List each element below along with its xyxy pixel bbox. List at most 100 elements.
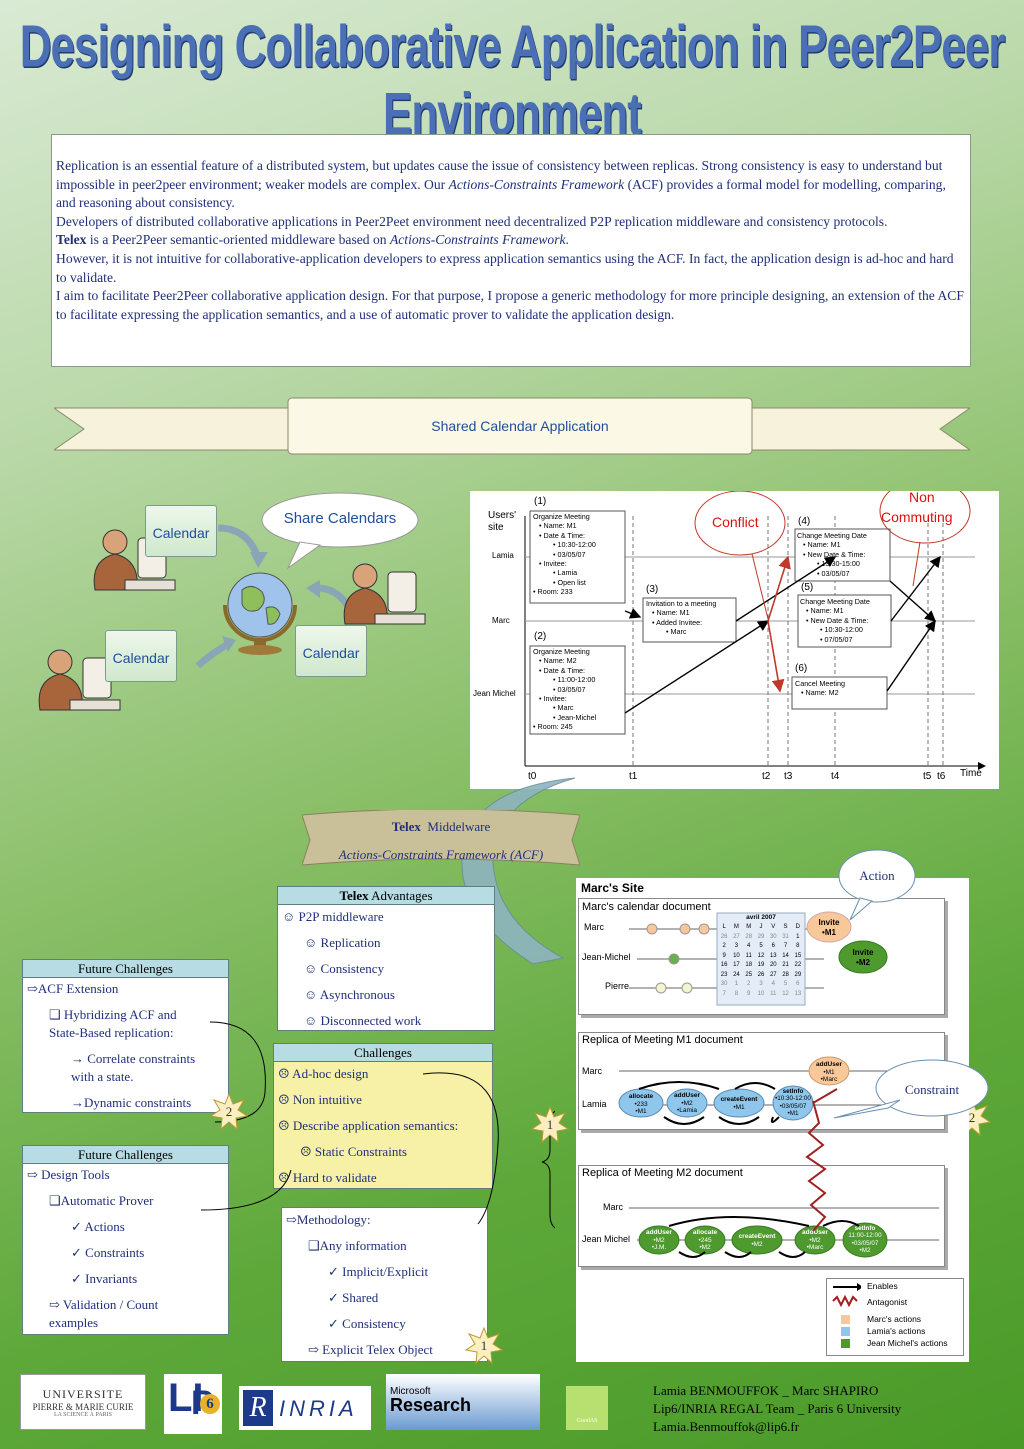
future-item: →Dynamic constraints (71, 1095, 192, 1110)
calendar-day[interactable]: 14 (782, 952, 789, 959)
calendar-day[interactable]: 11 (745, 952, 752, 959)
replica-m2-document: Replica of Meeting M2 document Marc Jean… (578, 1165, 945, 1267)
challenges-box: Challenges ☹ Ad-hoc design ☹ Non intuiti… (273, 1043, 493, 1189)
row-label: Jean-Michel (582, 952, 631, 962)
intro-p2: Developers of distributed collaborative … (56, 213, 888, 229)
goodas-logo: GoodAS (566, 1386, 608, 1430)
calendar-day[interactable]: 27 (733, 933, 740, 940)
calendar-day[interactable]: 7 (722, 990, 726, 997)
calendar-day[interactable]: 1 (734, 981, 739, 987)
constraint-callout-shape (833, 1059, 989, 1119)
calendar-day[interactable]: 27 (769, 971, 777, 978)
challenge-item: ☹ Non intuitive (278, 1092, 362, 1107)
calendar-day[interactable]: 8 (734, 990, 739, 997)
person-icon (38, 649, 121, 711)
calendar-day[interactable]: 4 (771, 981, 775, 987)
calendar-day[interactable]: 11 (770, 990, 777, 997)
calendar-day[interactable]: 24 (733, 971, 740, 978)
number-star: 1 (530, 1105, 570, 1145)
calendar-day[interactable]: 13 (769, 952, 777, 959)
calendar-day[interactable]: 2 (747, 981, 751, 987)
page-title: Designing Collaborative Application in P… (19, 14, 1006, 148)
noncommuting-label: Commuting (881, 509, 953, 525)
calendar-day[interactable]: 22 (794, 962, 802, 968)
step-box-2: Organize Meeting• Name: M2• Date & Time:… (533, 647, 597, 732)
calendar-day[interactable]: 9 (747, 990, 751, 997)
calendar-day[interactable]: 26 (757, 971, 765, 978)
calendar-day[interactable]: 2 (722, 943, 726, 949)
calendar-day[interactable]: 30 (769, 933, 777, 940)
calendar-day[interactable]: 1 (796, 933, 800, 940)
calendar-day[interactable]: 30 (720, 981, 728, 987)
calendar-day[interactable]: 12 (782, 990, 789, 997)
marc-site-panel: Marc's Site Marc's calendar document Mar… (576, 878, 969, 1362)
future-item: State-Based replication: (49, 1025, 174, 1040)
replica-m1-document: Replica of Meeting M1 document Marc Lami… (578, 1032, 945, 1130)
marc-site-title: Marc's Site (581, 881, 644, 895)
calendar-day[interactable]: 20 (769, 962, 777, 968)
number-star: 1 (464, 1326, 504, 1366)
calendar-day[interactable]: 18 (745, 962, 753, 968)
future-item: ⇨ Design Tools (27, 1167, 110, 1182)
calendar-day[interactable]: 6 (796, 981, 800, 987)
legend: Enables Antagonist Marc's actions Lamia'… (826, 1278, 964, 1356)
invite-action: Invite•M1 (818, 918, 840, 937)
step-number: (5) (801, 582, 814, 593)
step-box-4: Change Meeting Date• Name: M1• New Date … (797, 531, 867, 578)
calendar-day[interactable]: 15 (794, 952, 802, 959)
calendar-day[interactable]: 6 (771, 943, 775, 949)
calendar-day[interactable]: 16 (720, 962, 728, 968)
calendar-day[interactable]: 10 (733, 952, 740, 959)
calendar-day[interactable]: 8 (796, 943, 800, 949)
calendar-day[interactable]: 3 (734, 943, 739, 949)
calendar-document: Marc's calendar document Marc Jean-Miche… (578, 898, 945, 1015)
step-box-3: Invitation to a meeting• Name: M1• Added… (646, 599, 717, 637)
row-label: Jean Michel (582, 1234, 631, 1244)
timeline-ylabel: site (488, 522, 504, 533)
future-item: examples (49, 1315, 99, 1330)
telex-middleware-label: Telex Middelware (391, 819, 491, 834)
intro-p3: Telex is a Peer2Peer semantic-oriented m… (56, 232, 569, 248)
calendar-day[interactable]: 23 (720, 971, 728, 978)
lip6-logo: LI P 6 (164, 1374, 222, 1434)
author-block: Lamia BENMOUFFOK _ Marc SHAPIRO Lip6/INR… (653, 1382, 901, 1436)
calendar-day[interactable]: 9 (722, 952, 726, 959)
doc-title: Marc's calendar document (582, 901, 711, 913)
calendar-day[interactable]: 28 (745, 933, 753, 940)
calendar-day[interactable]: 17 (733, 962, 740, 968)
action-node: setInfo•10:30-12:00•03/05/07•M1 (775, 1088, 811, 1117)
timeline-tick: t3 (784, 771, 793, 782)
calendar-day[interactable]: 12 (757, 952, 765, 959)
mini-calendar-header: avril 2007 (746, 914, 776, 921)
future-item: ✓ Constraints (71, 1245, 145, 1260)
calendar-day[interactable]: 28 (782, 971, 789, 978)
calendar-day[interactable]: 7 (783, 943, 788, 949)
calendar-scroll: Calendar (145, 505, 217, 557)
calendar-scroll: Calendar (105, 630, 177, 682)
action-node: allocate•245•M2 (692, 1229, 718, 1251)
calendar-day[interactable]: 29 (794, 971, 802, 978)
calendar-day[interactable]: 3 (759, 981, 763, 987)
step-box-1: Organize Meeting• Name: M1• Date & Time:… (533, 512, 596, 597)
calendar-day[interactable]: 29 (757, 933, 765, 940)
acf-label: Actions-Constraints Framework (ACF) (338, 847, 544, 862)
calendar-day[interactable]: 19 (757, 962, 765, 968)
challenges-header: Challenges (274, 1044, 492, 1062)
action-callout: Action (859, 868, 895, 883)
calendar-day[interactable]: 31 (782, 933, 789, 940)
calendar-day[interactable]: 4 (747, 943, 751, 949)
methodology-item: ❑Any information (308, 1238, 407, 1253)
calendar-day-header: S (783, 924, 788, 930)
future-item: with a state. (71, 1069, 134, 1084)
calendar-day[interactable]: 26 (720, 933, 728, 940)
calendar-day[interactable]: 21 (782, 962, 789, 968)
calendar-day[interactable]: 10 (757, 990, 765, 997)
timeline-tick: t1 (629, 771, 638, 782)
methodology-item: ⇨Methodology: (286, 1212, 371, 1227)
calendar-day[interactable]: 25 (745, 971, 753, 978)
author-email[interactable]: Lamia.Benmouffok@lip6.fr (653, 1419, 800, 1434)
calendar-day[interactable]: 5 (759, 943, 763, 949)
calendar-day[interactable]: 5 (783, 981, 788, 987)
calendar-day[interactable]: 13 (794, 990, 802, 997)
timeline-time-label: Time (960, 768, 982, 779)
